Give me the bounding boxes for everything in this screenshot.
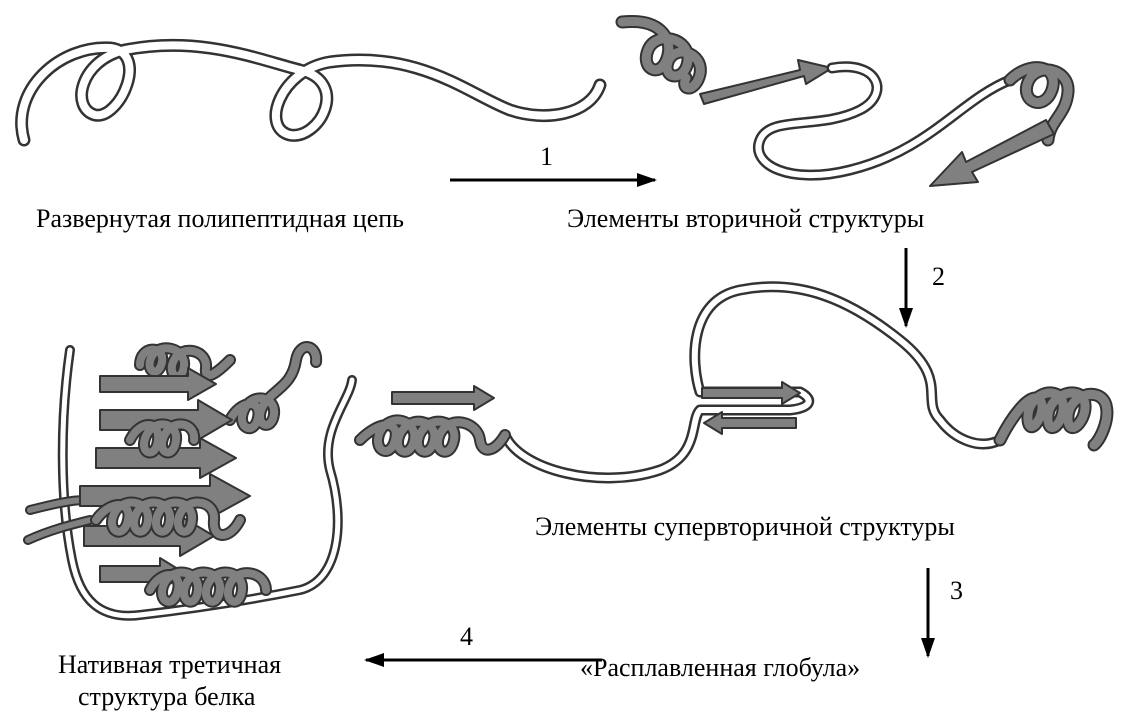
step-number-2: 2 <box>932 262 945 292</box>
label-secondary-structure: Элементы вторичной структуры <box>567 204 924 234</box>
label-native-structure-line1: Нативная третичная <box>58 650 281 680</box>
label-molten-globule: «Расплавленная глобула» <box>580 653 860 683</box>
label-native-structure-line2: структура белка <box>78 682 255 712</box>
label-unfolded-chain: Развернутая полипептидная цепь <box>36 204 404 234</box>
unfolded-chain-illustration <box>22 45 600 140</box>
label-supersecondary-structure: Элементы супервторичной структуры <box>535 512 955 542</box>
native-tertiary-structure-illustration <box>28 347 352 616</box>
secondary-structure-illustration <box>622 21 1068 186</box>
step-number-3: 3 <box>950 576 963 606</box>
step-number-1: 1 <box>540 142 553 172</box>
step-number-4: 4 <box>460 622 473 652</box>
supersecondary-structure-illustration <box>360 287 1107 478</box>
